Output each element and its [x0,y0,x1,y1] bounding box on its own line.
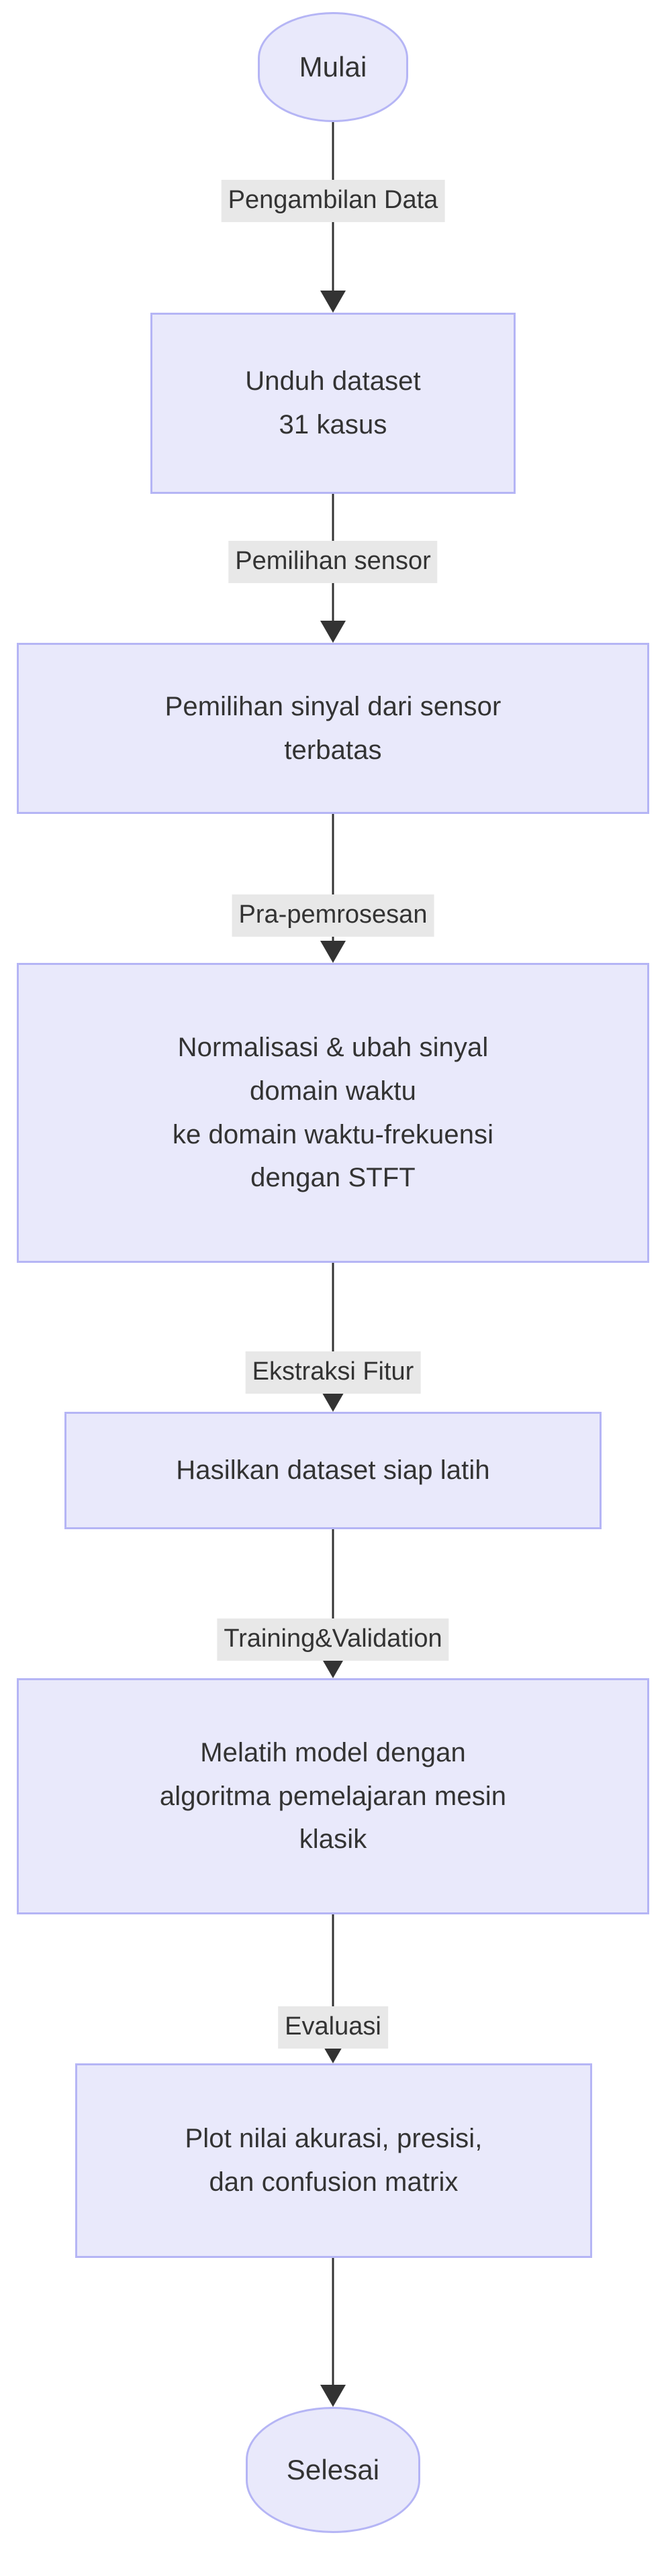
edge-unduh-pemilihan-arrowhead [320,621,346,643]
node-unduh-dataset[interactable]: Unduh dataset 31 kasus [150,313,516,494]
edge-label-evaluasi: Evaluasi [278,2006,388,2049]
node-melatih-model-label: Melatih model dengan algoritma pemelajar… [159,1737,507,1855]
node-normalisasi-stft-label: Normalisasi & ubah sinyal domain waktu k… [172,1032,494,1193]
edge-plot-selesai-arrowhead [320,2385,346,2407]
node-melatih-model[interactable]: Melatih model dengan algoritma pemelajar… [17,1678,649,1914]
node-hasilkan-dataset-label: Hasilkan dataset siap latih [176,1455,490,1486]
edge-pemilihan-normalisasi-line [332,814,334,941]
edge-label-ekstraksi-fitur: Ekstraksi Fitur [245,1351,421,1394]
node-hasilkan-dataset[interactable]: Hasilkan dataset siap latih [64,1412,602,1529]
edge-hasilkan-melatih-line [332,1529,334,1656]
node-selesai-label: Selesai [286,2453,380,2485]
node-unduh-dataset-label: Unduh dataset 31 kasus [245,366,421,440]
node-selesai[interactable]: Selesai [246,2407,420,2533]
edge-pemilihan-normalisasi-arrowhead [320,941,346,963]
edge-label-pemilihan-sensor: Pemilihan sensor [228,541,438,583]
node-plot-nilai-label: Plot nilai akurasi, presisi, dan confusi… [185,2124,483,2197]
edge-normalisasi-hasilkan-line [332,1263,334,1390]
edge-label-training-validation: Training&Validation [217,1618,449,1661]
edge-plot-selesai-line [332,2258,334,2385]
node-mulai[interactable]: Mulai [258,12,408,122]
edge-mulai-unduh-arrowhead [320,291,346,313]
node-pemilihan-sinyal[interactable]: Pemilihan sinyal dari sensor terbatas [17,643,649,814]
node-pemilihan-sinyal-label: Pemilihan sinyal dari sensor terbatas [164,691,502,765]
edge-label-pengambilan-data: Pengambilan Data [221,180,445,222]
node-plot-nilai[interactable]: Plot nilai akurasi, presisi, dan confusi… [75,2063,592,2258]
node-normalisasi-stft[interactable]: Normalisasi & ubah sinyal domain waktu k… [17,963,649,1263]
edge-label-pra-pemrosesan: Pra-pemrosesan [232,894,434,937]
edge-melatih-plot-line [332,1914,334,2041]
node-mulai-label: Mulai [299,50,367,83]
